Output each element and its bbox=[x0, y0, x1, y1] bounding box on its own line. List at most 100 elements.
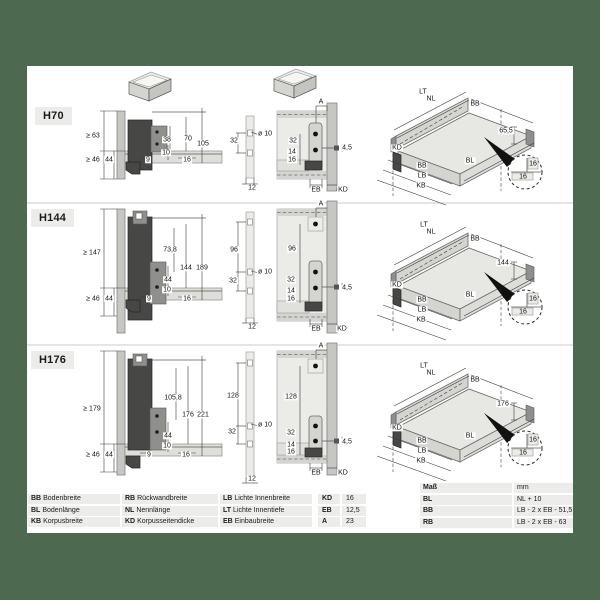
dim-label: 70 bbox=[183, 135, 193, 143]
dim-label: ø 10 bbox=[256, 421, 274, 429]
formula-header-label: Maß bbox=[420, 483, 512, 493]
dim-label: ø 10 bbox=[256, 268, 274, 276]
dim-label: LB bbox=[416, 306, 428, 314]
dim-label: KD bbox=[391, 144, 403, 152]
constant-value: 16 bbox=[342, 494, 366, 504]
dim-label: 16 bbox=[182, 295, 192, 303]
dim-label: 44 bbox=[104, 156, 114, 164]
dim-label: 44 bbox=[104, 295, 114, 303]
dim-label: 16 bbox=[519, 308, 527, 316]
dim-label: 176 bbox=[496, 400, 510, 408]
dim-label: 144 bbox=[179, 264, 193, 272]
legend-term: Lichte Innenbreite bbox=[234, 495, 290, 502]
formula-header-unit: mm bbox=[514, 483, 573, 493]
legend-abbr: KB bbox=[31, 518, 42, 525]
dim-label: BL bbox=[464, 157, 476, 165]
dim-label: 44 bbox=[163, 276, 173, 284]
dim-label: 16 bbox=[519, 449, 527, 457]
dim-label: 65,5 bbox=[498, 127, 514, 135]
dim-label: KB bbox=[415, 316, 427, 324]
dim-label: 32 bbox=[229, 137, 239, 145]
dim-label: 12 bbox=[247, 184, 257, 192]
dim-label: ≥ 147 bbox=[82, 249, 102, 257]
dim-label: LB bbox=[416, 172, 428, 180]
dim-label: 16 bbox=[529, 160, 537, 168]
constant-value: 12,5 bbox=[342, 505, 366, 516]
dim-label: BL bbox=[464, 291, 476, 299]
dim-label: 10 bbox=[161, 149, 171, 157]
dim-label: LT bbox=[419, 362, 429, 370]
formula-value: LB - 2 x EB - 63 bbox=[514, 517, 573, 528]
dim-label: EB bbox=[310, 186, 322, 194]
dim-label: ≥ 63 bbox=[85, 132, 101, 140]
dim-label: 16 bbox=[286, 448, 296, 456]
dim-label: 9 bbox=[145, 156, 151, 164]
dim-label: 14 bbox=[287, 148, 297, 156]
legend-term: Bodenbreite bbox=[43, 495, 81, 502]
dim-label: BB bbox=[469, 376, 481, 384]
dim-label: 32 bbox=[286, 276, 296, 284]
dim-label: 73,8 bbox=[162, 246, 178, 254]
dim-label: 10 bbox=[162, 286, 172, 294]
row-label-h176: H176 bbox=[31, 351, 75, 369]
legend-abbr: EB bbox=[223, 518, 233, 525]
dim-label: 105,8 bbox=[163, 394, 183, 402]
formula-value: NL + 10 bbox=[514, 494, 573, 505]
dim-label: ≥ 179 bbox=[82, 405, 102, 413]
formula-value: LB - 2 x EB - 51,5 bbox=[514, 506, 573, 516]
dim-label: EB bbox=[310, 469, 322, 477]
constant-value: 23 bbox=[342, 517, 366, 527]
legend-term: Lichte Innentiefe bbox=[233, 506, 285, 514]
dim-label: ≥ 46 bbox=[85, 156, 101, 164]
dim-label: A bbox=[317, 200, 325, 208]
dim-label: 44 bbox=[163, 432, 173, 440]
dim-label: KD bbox=[391, 424, 403, 432]
legend-abbr: LB bbox=[223, 495, 233, 502]
dim-label: KD bbox=[391, 281, 403, 289]
formula-label: RB bbox=[420, 517, 512, 528]
constant-abbr: EB bbox=[322, 506, 332, 514]
dim-label: ≥ 46 bbox=[85, 295, 101, 303]
dim-label: 144 bbox=[496, 259, 510, 267]
dim-label: LT bbox=[419, 221, 429, 229]
dim-label: 9 bbox=[146, 295, 152, 303]
dim-label: KD bbox=[337, 469, 349, 477]
formula-table: Maß mm BL NL + 10 BB LB - 2 x EB - 51,5 … bbox=[420, 483, 573, 528]
dim-label: A bbox=[317, 342, 325, 350]
dim-label: 12 bbox=[247, 323, 257, 331]
legend-term: Rückwandbreite bbox=[137, 495, 188, 502]
dim-label: NL bbox=[425, 228, 437, 236]
dim-label: 32 bbox=[228, 277, 238, 285]
dim-label: 32 bbox=[286, 429, 296, 437]
dim-label: BB bbox=[416, 437, 428, 445]
constant-abbr: KD bbox=[322, 495, 333, 502]
formula-abbr: BL bbox=[423, 495, 433, 503]
dim-label: KB bbox=[415, 457, 427, 465]
dim-label: 4,5 bbox=[341, 284, 353, 292]
dim-label: BB bbox=[416, 296, 428, 304]
dim-label: 16 bbox=[181, 451, 191, 459]
constant-label: KD bbox=[318, 494, 340, 504]
legend-abbr: RB bbox=[125, 495, 136, 502]
dim-label: 16 bbox=[287, 156, 297, 164]
dim-label: KD bbox=[337, 186, 349, 194]
legend-term: Korpusbreite bbox=[43, 518, 83, 525]
dim-label: NL bbox=[425, 369, 437, 377]
dim-label: 105 bbox=[196, 140, 210, 148]
constants-table: KD 16 EB 12,5 A 23 bbox=[318, 494, 366, 527]
legend-abbr: NL bbox=[125, 506, 135, 514]
dim-label: EB bbox=[310, 325, 322, 333]
dim-label: LT bbox=[418, 88, 428, 96]
dim-label: BB bbox=[416, 162, 428, 170]
dim-label: 128 bbox=[226, 392, 240, 400]
row-label-h70: H70 bbox=[35, 107, 72, 125]
